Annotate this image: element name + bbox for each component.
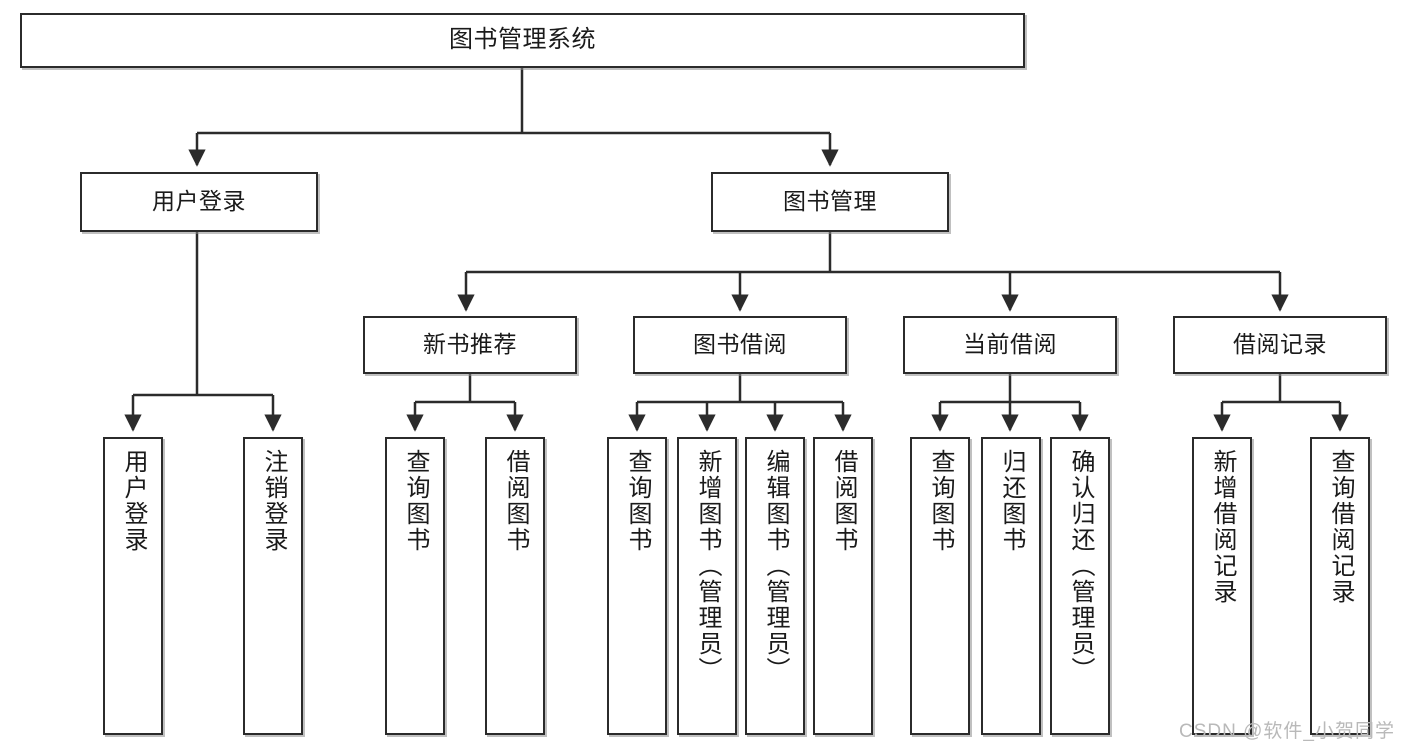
node-root[interactable]: 图书管理系统 [20, 13, 1025, 68]
leaf-logout-label: 注销登录 [259, 449, 287, 553]
node-book-management[interactable]: 图书管理 [711, 172, 949, 232]
node-new-book-recommend[interactable]: 新书推荐 [363, 316, 577, 374]
leaf-query-book-newbook[interactable]: 查询图书 [385, 437, 445, 735]
leaf-return-book-label: 归还图书 [997, 449, 1025, 553]
node-book-borrow[interactable]: 图书借阅 [633, 316, 847, 374]
leaf-add-borrow-record[interactable]: 新增借阅记录 [1192, 437, 1252, 735]
node-book-management-label: 图书管理 [783, 188, 877, 215]
leaf-borrow-book-newbook-label: 借阅图书 [501, 449, 529, 553]
node-new-book-recommend-label: 新书推荐 [423, 331, 517, 358]
leaf-query-borrow-record-label: 查询借阅记录 [1326, 449, 1354, 605]
leaf-borrow-book-label: 借阅图书 [829, 449, 857, 553]
leaf-query-book-borrow[interactable]: 查询图书 [607, 437, 667, 735]
node-current-borrow-label: 当前借阅 [963, 331, 1057, 358]
leaf-query-book-newbook-label: 查询图书 [401, 449, 429, 553]
node-current-borrow[interactable]: 当前借阅 [903, 316, 1117, 374]
leaf-query-borrow-record[interactable]: 查询借阅记录 [1310, 437, 1370, 735]
leaf-user-login-label: 用户登录 [119, 449, 147, 553]
leaf-confirm-return-admin[interactable]: 确认归还（管理员） [1050, 437, 1110, 735]
leaf-query-book-borrow-label: 查询图书 [623, 449, 651, 553]
leaf-query-book-current[interactable]: 查询图书 [910, 437, 970, 735]
leaf-query-book-current-label: 查询图书 [926, 449, 954, 553]
leaf-logout[interactable]: 注销登录 [243, 437, 303, 735]
node-borrow-record-label: 借阅记录 [1233, 331, 1327, 358]
csdn-watermark: CSDN @软件_小贺同学 [1179, 721, 1395, 742]
leaf-user-login[interactable]: 用户登录 [103, 437, 163, 735]
leaf-confirm-return-admin-label: 确认归还（管理员） [1066, 449, 1094, 683]
leaf-add-book-admin-label: 新增图书（管理员） [693, 449, 721, 683]
leaf-borrow-book[interactable]: 借阅图书 [813, 437, 873, 735]
node-user-login-label: 用户登录 [152, 188, 246, 215]
node-borrow-record[interactable]: 借阅记录 [1173, 316, 1387, 374]
leaf-edit-book-admin-label: 编辑图书（管理员） [761, 449, 789, 683]
leaf-borrow-book-newbook[interactable]: 借阅图书 [485, 437, 545, 735]
leaf-add-borrow-record-label: 新增借阅记录 [1208, 449, 1236, 605]
node-root-label: 图书管理系统 [449, 26, 596, 54]
leaf-add-book-admin[interactable]: 新增图书（管理员） [677, 437, 737, 735]
leaf-edit-book-admin[interactable]: 编辑图书（管理员） [745, 437, 805, 735]
node-book-borrow-label: 图书借阅 [693, 331, 787, 358]
node-user-login[interactable]: 用户登录 [80, 172, 318, 232]
leaf-return-book[interactable]: 归还图书 [981, 437, 1041, 735]
